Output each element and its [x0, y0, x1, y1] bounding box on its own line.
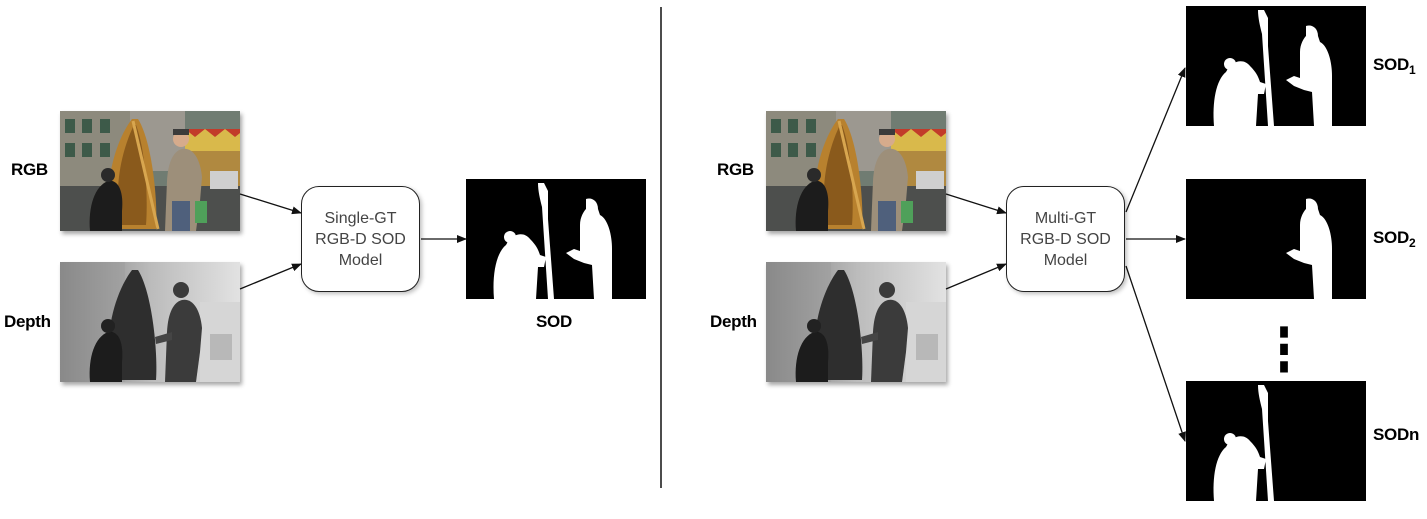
left-output-label: SOD: [536, 312, 572, 331]
left-depth-label: Depth: [4, 312, 51, 331]
right-model-line-1: Multi-GT: [1034, 209, 1097, 227]
right-depth-label: Depth: [710, 312, 757, 331]
left-rgb-image: [60, 111, 240, 231]
left-rgb-label: RGB: [11, 160, 48, 179]
right-sod1-arrow: [1125, 67, 1186, 213]
sod1-label-base: SOD: [1373, 55, 1409, 74]
left-depth-image: [60, 262, 240, 382]
right-depth-arrow: [945, 263, 1007, 290]
vertical-ellipsis: ⋮: [1262, 316, 1306, 386]
sod2-label: SOD2: [1373, 228, 1416, 250]
right-rgb-label: RGB: [717, 160, 754, 179]
sodn-label-base: SOD: [1373, 425, 1409, 444]
right-sodn-arrow: [1125, 265, 1186, 442]
right-model-line-2: RGB-D SOD: [1020, 230, 1111, 248]
left-model-line-2: RGB-D SOD: [315, 230, 406, 248]
right-depth-image: [766, 262, 946, 382]
left-model-line-3: Model: [338, 251, 383, 269]
right-sod1-mask: [1186, 6, 1366, 126]
sodn-label-sub: n: [1408, 425, 1420, 444]
sod2-label-base: SOD: [1373, 228, 1409, 247]
right-model-line-3: Model: [1043, 251, 1088, 269]
sod1-label-sub: 1: [1408, 63, 1416, 77]
left-model-line-1: Single-GT: [324, 209, 397, 227]
left-model-box: Single-GT RGB-D SOD Model: [301, 186, 420, 292]
right-rgb-image: [766, 111, 946, 231]
left-sod-mask: [466, 179, 646, 299]
right-sod2-mask: [1186, 179, 1366, 299]
right-rgb-arrow: [945, 193, 1007, 215]
sodn-label: SODn: [1373, 425, 1419, 445]
left-depth-arrow: [239, 263, 302, 290]
sod2-label-sub: 2: [1408, 236, 1416, 250]
left-rgb-arrow: [239, 193, 302, 215]
right-model-box: Multi-GT RGB-D SOD Model: [1006, 186, 1125, 292]
sod1-label: SOD1: [1373, 55, 1416, 77]
